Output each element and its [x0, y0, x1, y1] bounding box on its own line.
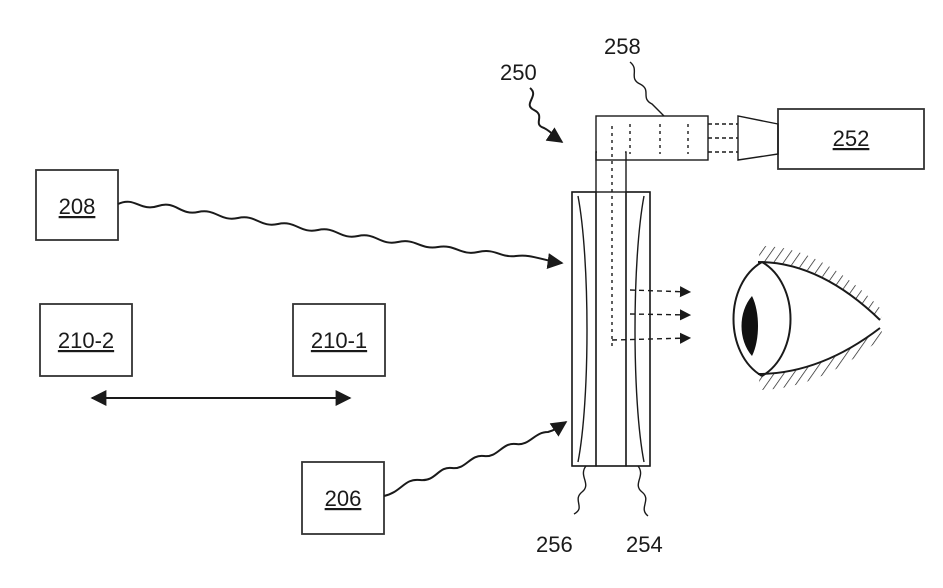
label-256: 256 — [536, 532, 573, 557]
light-source-cone-icon — [737, 115, 779, 161]
lens-254 — [625, 191, 651, 467]
label-208: 208 — [59, 194, 96, 219]
ref-258: 258 — [604, 34, 665, 117]
ref-256: 256 — [536, 465, 587, 557]
eye-icon — [732, 245, 884, 390]
wavy-signal-206 — [383, 421, 568, 497]
output-rays — [611, 286, 692, 344]
box-210-1: 210-1 — [292, 303, 386, 377]
box-252: 252 — [777, 108, 925, 170]
ref-250: 250 — [500, 60, 564, 143]
label-210-1: 210-1 — [311, 328, 367, 353]
box-208: 208 — [35, 169, 119, 241]
label-252: 252 — [833, 126, 870, 151]
box-210-2: 210-2 — [39, 303, 133, 377]
label-258: 258 — [604, 34, 641, 59]
light-rays — [708, 123, 738, 153]
waveguide-horizontal — [595, 115, 709, 161]
ref-254: 254 — [626, 465, 663, 557]
lens-256 — [571, 191, 597, 467]
box-206: 206 — [301, 461, 385, 535]
internal-reflections — [611, 124, 689, 350]
lens-assembly — [571, 191, 651, 467]
label-210-2: 210-2 — [58, 328, 114, 353]
waveguide-vertical — [595, 151, 627, 467]
label-254: 254 — [626, 532, 663, 557]
wavy-signal-208 — [117, 200, 564, 269]
label-250: 250 — [500, 60, 537, 85]
label-206: 206 — [325, 486, 362, 511]
